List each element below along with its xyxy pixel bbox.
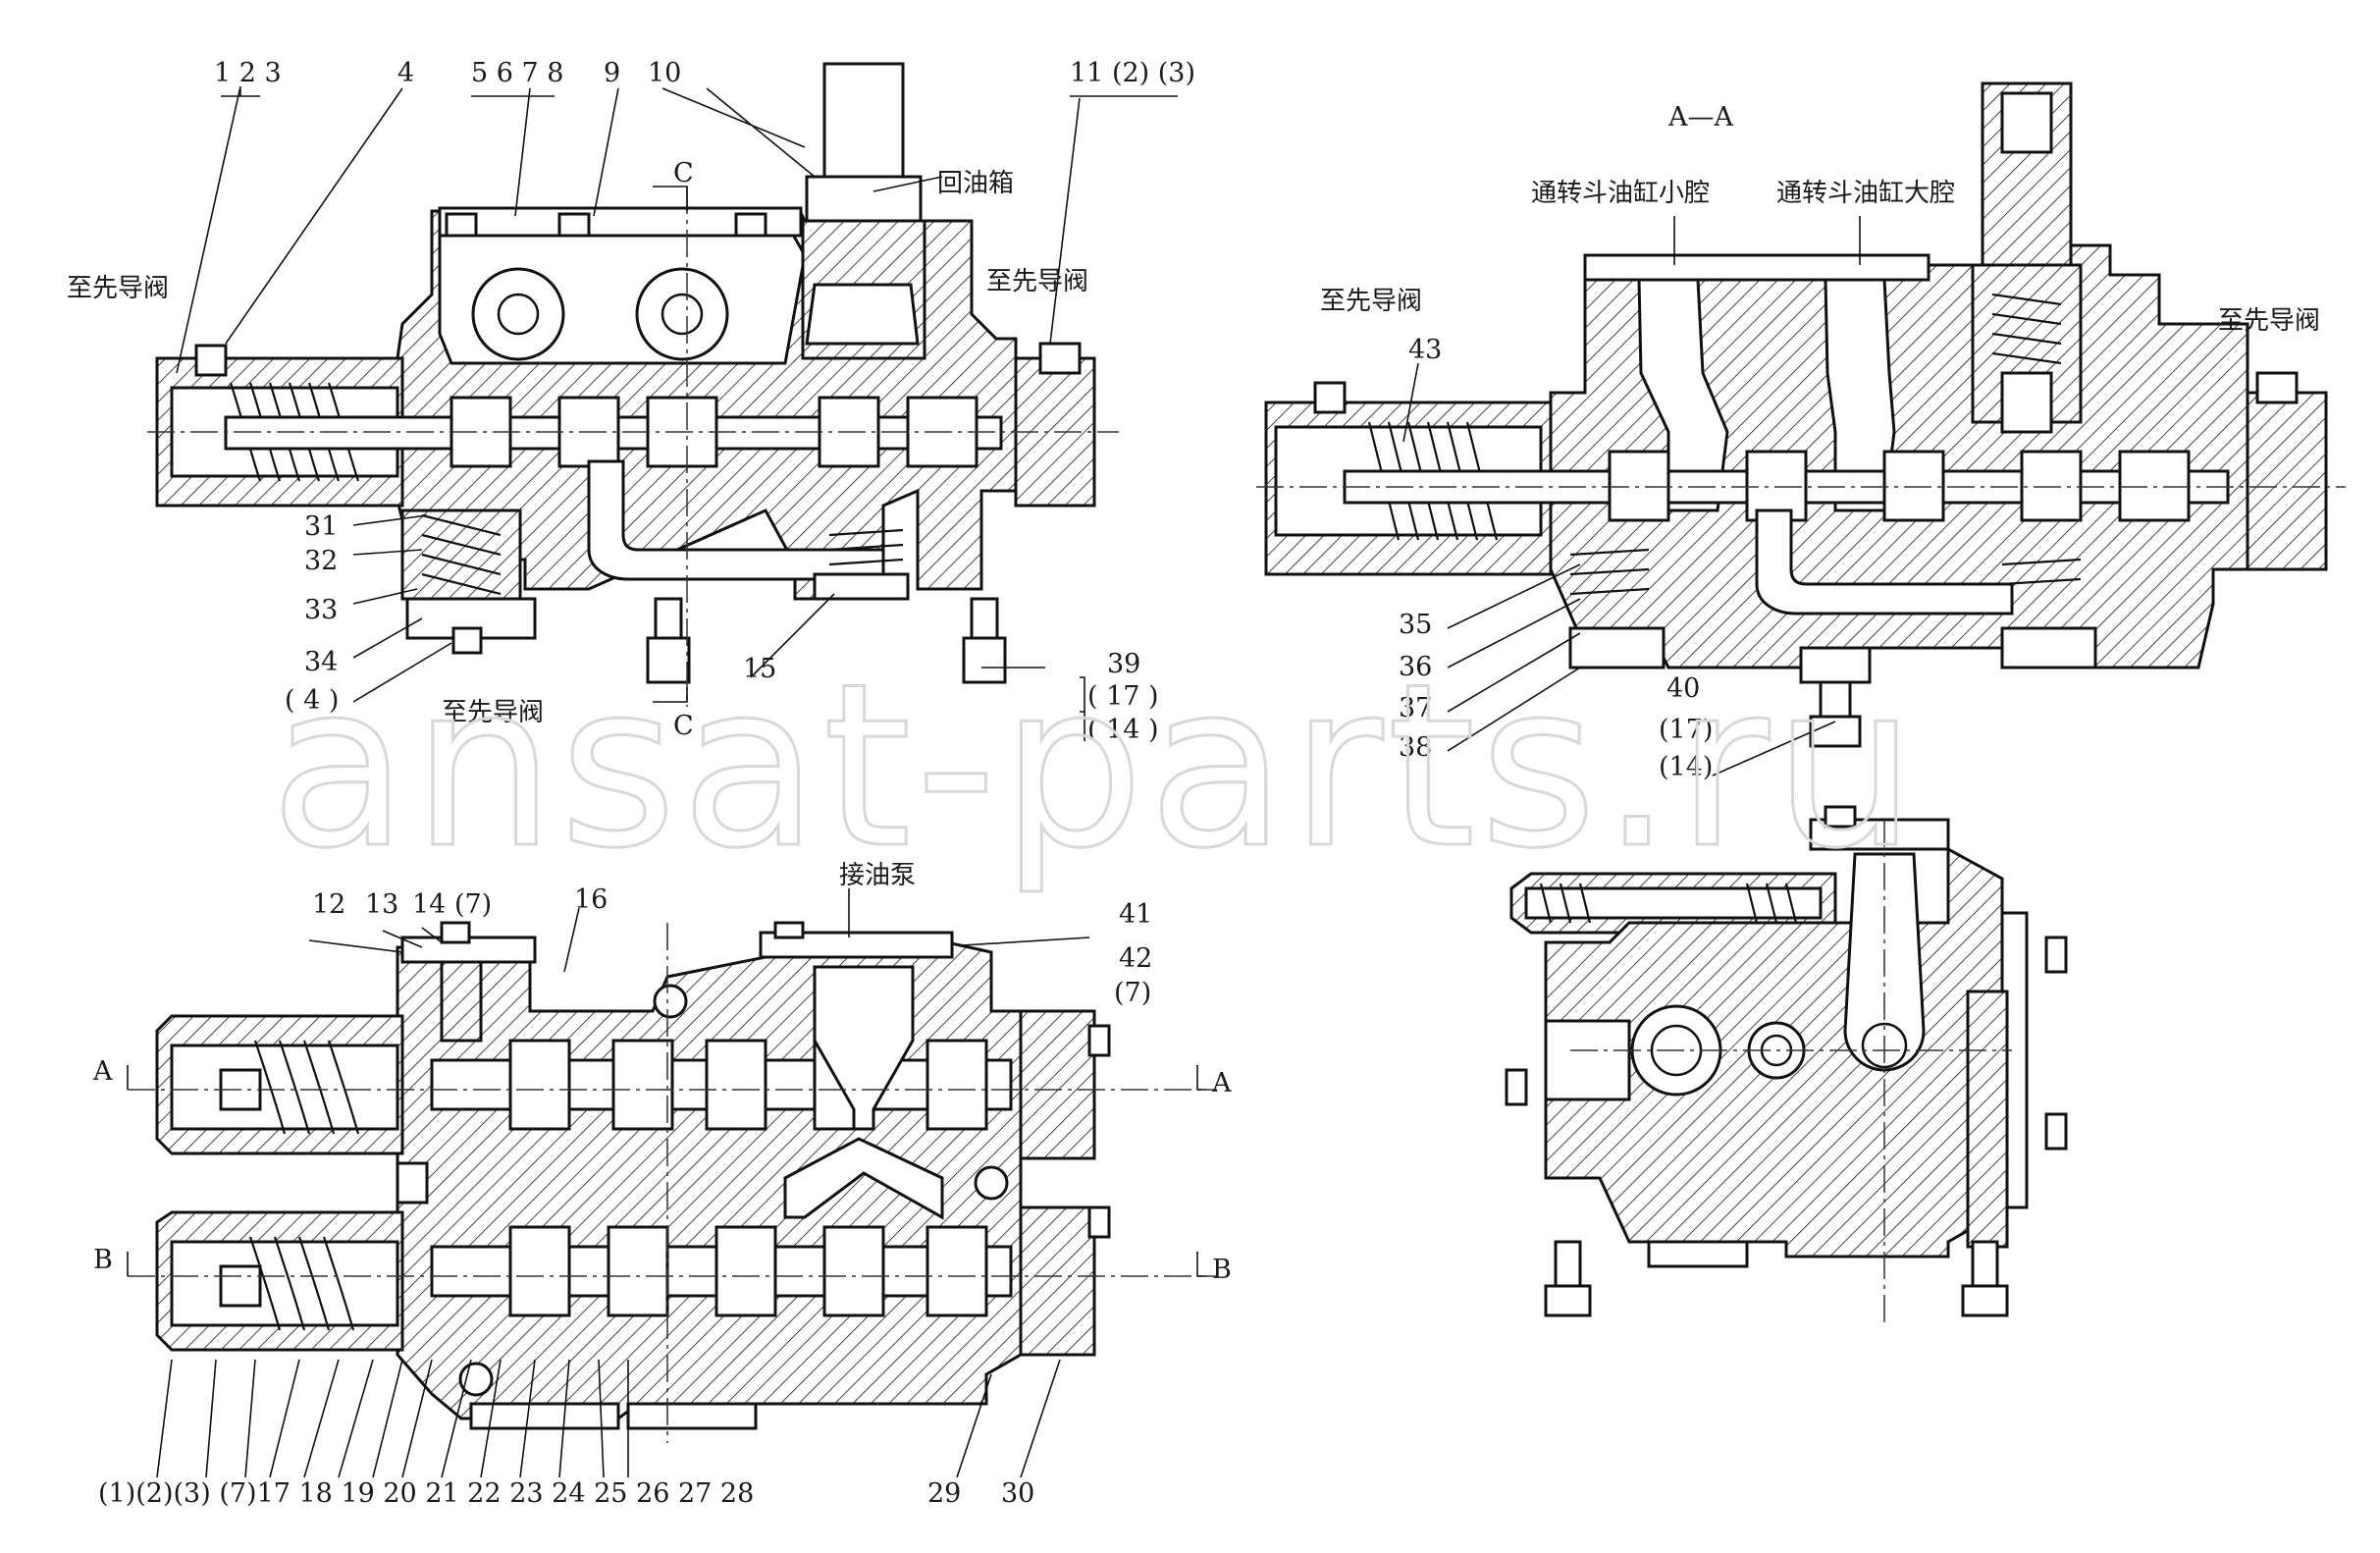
label-15: 15 [743, 654, 776, 684]
section-a-a-view [1256, 81, 2346, 776]
label-4: 4 [397, 58, 414, 88]
label-29: 29 [927, 1478, 961, 1509]
section-mark-c-top: C [673, 158, 694, 188]
section-mark-a-right: A [1211, 1068, 1232, 1098]
label-30: 30 [1001, 1478, 1034, 1509]
label-17-paren: ( 17 ) [1087, 681, 1159, 712]
label-14-7: 14 (7) [412, 889, 492, 920]
label-10: 10 [648, 58, 681, 88]
top-view-labels: 1 2 3 4 5 6 7 8 9 10 11 (2) (3) C 回油箱 至先… [67, 58, 1195, 745]
pilot-valve-label-aa-left: 至先导阀 [1320, 287, 1422, 316]
label-32: 32 [304, 546, 338, 576]
watermark: ansat-parts.ru [270, 636, 1921, 898]
label-37: 37 [1399, 693, 1432, 723]
bottom-section-view [127, 888, 1217, 1478]
label-39: 39 [1107, 649, 1140, 679]
label-40: 40 [1666, 673, 1700, 704]
label-41: 41 [1119, 899, 1152, 930]
side-section-view [1505, 805, 2068, 1325]
label-13: 13 [365, 889, 398, 920]
label-14-paren: ( 14 ) [1087, 715, 1159, 745]
label-42: 42 [1119, 943, 1152, 974]
section-mark-a-left: A [92, 1056, 113, 1087]
label-7-paren: (7) [1114, 978, 1151, 1008]
bottom-row-part-numbers: (1)(2)(3) (7)17 18 19 20 21 22 23 24 25 … [98, 1478, 754, 1509]
label-16: 16 [574, 884, 608, 915]
label-4-paren: ( 4 ) [285, 685, 339, 716]
label-11-2-3: 11 (2) (3) [1070, 58, 1195, 88]
bucket-large-chamber-label: 通转斗油缸大腔 [1776, 179, 1955, 208]
bucket-small-chamber-label: 通转斗油缸小腔 [1531, 179, 1710, 208]
label-9: 9 [604, 58, 620, 88]
return-tank-label: 回油箱 [937, 169, 1014, 198]
pilot-valve-label-left: 至先导阀 [67, 274, 169, 303]
pilot-valve-label-aa-right: 至先导阀 [2218, 306, 2320, 336]
label-38: 38 [1399, 732, 1432, 763]
section-title-a-a: A—A [1667, 102, 1733, 133]
pilot-valve-label-bottom: 至先导阀 [442, 698, 544, 727]
label-43: 43 [1408, 335, 1442, 365]
label-35: 35 [1399, 610, 1432, 640]
label-14-paren-aa: (14) [1659, 752, 1713, 782]
label-31: 31 [304, 511, 338, 542]
oil-pump-label: 接油泵 [839, 861, 916, 890]
top-section-view [147, 62, 1178, 741]
section-mark-c-bottom: C [673, 711, 694, 741]
section-mark-b-left: B [93, 1245, 113, 1275]
bottom-view-labels: 接油泵 12 13 14 (7) 16 41 42 (7) A B A B (1… [92, 861, 1232, 1509]
label-1-2-3: 1 2 3 [214, 58, 282, 88]
section-a-a-labels: A—A 通转斗油缸小腔 通转斗油缸大腔 至先导阀 至先导阀 43 35 36 3… [1320, 102, 2320, 782]
label-5-6-7-8: 5 6 7 8 [471, 58, 563, 88]
label-34: 34 [304, 647, 338, 677]
label-12: 12 [312, 889, 345, 920]
pilot-valve-label-right: 至先导阀 [986, 267, 1088, 296]
section-mark-b-right: B [1212, 1255, 1232, 1285]
label-33: 33 [304, 595, 338, 625]
label-36: 36 [1399, 652, 1432, 682]
label-17-paren-aa: (17) [1659, 715, 1713, 745]
